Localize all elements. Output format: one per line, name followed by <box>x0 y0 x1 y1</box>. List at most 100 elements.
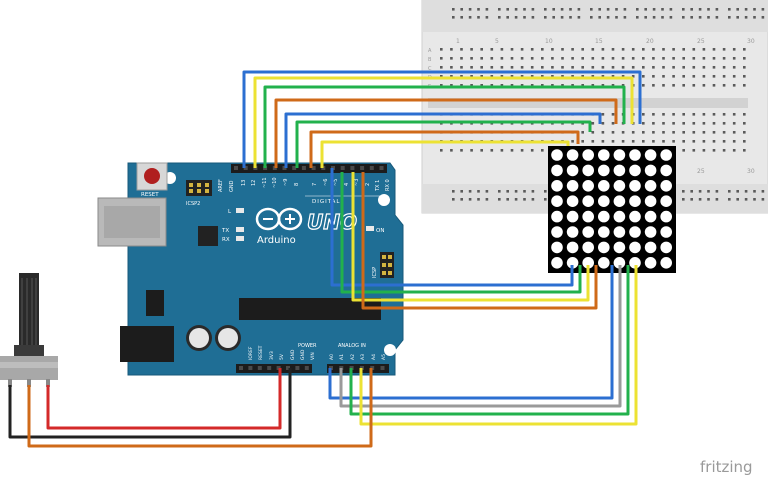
breadboard-hole <box>468 198 472 201</box>
wire-pin8-green <box>295 120 592 168</box>
breadboard-hole <box>621 140 625 143</box>
digital-header-pin <box>243 166 248 170</box>
breadboard-hole <box>485 190 489 193</box>
breadboard-hole <box>682 66 685 69</box>
breadboard-hole <box>500 57 504 60</box>
led-dot <box>644 195 657 207</box>
led-dot <box>582 164 594 177</box>
breadboard-hole <box>692 122 696 125</box>
breadboard-hole <box>761 190 765 193</box>
breadboard-hole <box>452 198 455 201</box>
breadboard-hole <box>623 8 627 11</box>
breadboard-hole <box>692 113 696 116</box>
digital-wires <box>242 70 642 168</box>
digital-header-pin <box>292 166 297 170</box>
led-dot <box>629 195 641 207</box>
power-header-pin <box>286 366 290 370</box>
breadboard-hole <box>621 66 625 69</box>
breadboard-hole <box>591 140 595 143</box>
breadboard-hole <box>560 16 564 19</box>
breadboard-hole <box>561 84 564 87</box>
breadboard-hole <box>662 66 665 69</box>
led-dot <box>598 164 610 177</box>
breadboard-hole <box>642 66 645 69</box>
breadboard-hole <box>477 8 480 11</box>
breadboard-hole <box>611 57 615 60</box>
rx-led <box>236 236 244 241</box>
on-led <box>366 226 374 231</box>
breadboard-hole <box>652 84 655 87</box>
breadboard-hole <box>722 57 726 60</box>
breadboard-hole <box>722 140 726 143</box>
breadboard-hole <box>652 140 655 143</box>
pin-label-tx1: TX 1 <box>375 180 381 192</box>
breadboard-hole <box>698 8 702 11</box>
breadboard-hole <box>715 198 719 201</box>
breadboard-hole <box>581 57 584 60</box>
breadboard-hole <box>531 198 535 201</box>
breadboard-hole <box>601 122 605 125</box>
breadboard-hole <box>662 140 665 143</box>
breadboard-hole <box>571 84 574 87</box>
breadboard-hole <box>621 57 625 60</box>
led-matrix-dots <box>551 149 672 269</box>
breadboard-hole <box>682 149 685 152</box>
breadboard-hole <box>485 8 489 11</box>
breadboard-hole <box>490 75 494 78</box>
led-dot <box>598 226 610 238</box>
breadboard-hole <box>682 140 685 143</box>
analog-label-a5: A5 <box>381 354 387 360</box>
led-dot <box>613 226 626 238</box>
led-dot <box>660 241 672 254</box>
breadboard-hole <box>642 122 645 125</box>
breadboard-hole <box>712 131 716 134</box>
breadboard-hole <box>715 190 719 193</box>
breadboard-hole <box>510 66 514 69</box>
breadboard-hole <box>682 75 685 78</box>
breadboard-hole <box>728 190 731 193</box>
breadboard-hole <box>460 57 463 60</box>
led-dot <box>644 149 657 161</box>
breadboard-hole <box>692 66 696 69</box>
power-header-pin <box>295 366 300 370</box>
digital-pin-labels: AREF GND 13 12 ~11 ~10 ~9 8 7 ~6 ~5 4 ~3… <box>218 177 391 192</box>
breadboard-hole <box>690 8 693 11</box>
breadboard-hole <box>744 198 748 201</box>
breadboard-hole <box>480 75 483 78</box>
led-dot <box>551 164 563 177</box>
breadboard-hole <box>692 57 696 60</box>
breadboard-hole <box>480 48 483 51</box>
breadboard-hole <box>520 48 524 51</box>
led-dot <box>644 180 657 192</box>
breadboard-hole <box>468 190 472 193</box>
breadboard-hole <box>702 66 706 69</box>
digital-header-pin <box>311 166 316 170</box>
breadboard-col-20: 20 <box>646 38 654 45</box>
breadboard-hole <box>722 122 726 125</box>
breadboard-hole <box>514 8 518 11</box>
pin-label-5: ~5 <box>333 179 339 186</box>
breadboard-hole <box>452 8 455 11</box>
breadboard-hole <box>611 122 615 125</box>
breadboard-hole <box>520 149 524 152</box>
led-dot <box>629 164 641 177</box>
breadboard-hole <box>698 198 702 201</box>
breadboard-hole <box>530 66 534 69</box>
breadboard-hole <box>642 131 645 134</box>
breadboard-hole <box>460 8 463 11</box>
pwr-label-gnd2: GND <box>300 349 306 360</box>
breadboard-hole <box>736 198 739 201</box>
breadboard-hole <box>692 75 696 78</box>
breadboard-hole <box>631 131 635 134</box>
breadboard-hole <box>506 190 509 193</box>
breadboard-hole <box>577 8 581 11</box>
breadboard-row-b: B <box>428 57 432 63</box>
breadboard-center-channel <box>428 98 748 108</box>
breadboard-hole <box>611 84 615 87</box>
breadboard-hole <box>732 75 736 78</box>
led-dot <box>551 180 563 192</box>
breadboard-hole <box>672 48 675 51</box>
led-dot <box>629 257 641 269</box>
breadboard-hole <box>581 84 584 87</box>
breadboard-hole <box>581 48 584 51</box>
